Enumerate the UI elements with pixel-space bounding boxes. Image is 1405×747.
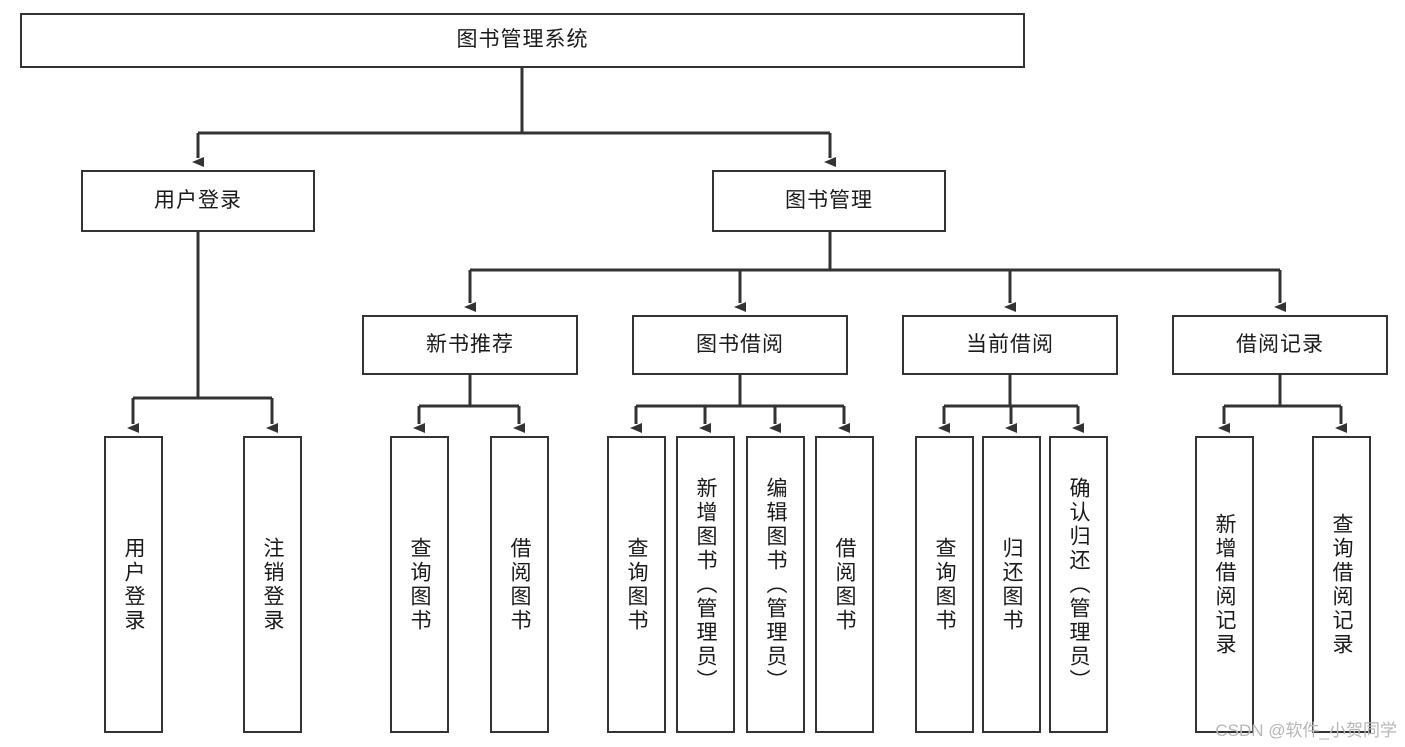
node-new-book-recommendation[interactable]: 新书推荐: [362, 315, 578, 375]
node-label: 查询图书: [933, 536, 956, 633]
leaf-query-book-borrowing[interactable]: 查询图书: [607, 436, 666, 733]
node-label: 新增图书（管理员）: [694, 476, 717, 693]
leaf-edit-book-admin[interactable]: 编辑图书（管理员）: [746, 436, 805, 733]
node-label: 新增借阅记录: [1213, 512, 1236, 657]
node-book-borrowing[interactable]: 图书借阅: [632, 315, 848, 375]
leaf-confirm-return-admin[interactable]: 确认归还（管理员）: [1049, 436, 1108, 733]
node-label: 查询图书: [408, 536, 431, 633]
node-label: 图书管理系统: [456, 28, 589, 52]
leaf-query-book-current[interactable]: 查询图书: [915, 436, 974, 733]
node-user-login[interactable]: 用户登录: [81, 170, 315, 232]
leaf-borrow-book-recommendation[interactable]: 借阅图书: [490, 436, 549, 733]
leaf-logout[interactable]: 注销登录: [243, 436, 302, 733]
node-label: 借阅图书: [833, 536, 856, 633]
node-current-borrowing[interactable]: 当前借阅: [902, 315, 1118, 375]
leaf-query-borrowing-record[interactable]: 查询借阅记录: [1312, 436, 1371, 733]
node-label: 用户登录: [122, 536, 145, 633]
leaf-borrow-book[interactable]: 借阅图书: [815, 436, 874, 733]
node-label: 图书管理: [785, 188, 873, 212]
node-label: 当前借阅: [966, 332, 1054, 356]
node-label: 编辑图书（管理员）: [764, 476, 787, 693]
leaf-return-book[interactable]: 归还图书: [982, 436, 1041, 733]
leaf-add-book-admin[interactable]: 新增图书（管理员）: [676, 436, 735, 733]
node-borrowing-records[interactable]: 借阅记录: [1172, 315, 1388, 375]
node-label: 查询借阅记录: [1330, 512, 1353, 657]
leaf-query-book-recommendation[interactable]: 查询图书: [390, 436, 449, 733]
node-label: 图书借阅: [696, 332, 784, 356]
node-root-book-management-system[interactable]: 图书管理系统: [20, 13, 1025, 68]
node-label: 用户登录: [154, 188, 242, 212]
node-label: 确认归还（管理员）: [1067, 476, 1090, 693]
leaf-add-borrowing-record[interactable]: 新增借阅记录: [1195, 436, 1254, 733]
node-label: 新书推荐: [426, 332, 514, 356]
node-label: 查询图书: [625, 536, 648, 633]
leaf-user-login[interactable]: 用户登录: [104, 436, 163, 733]
node-label: 注销登录: [261, 536, 284, 633]
node-label: 借阅记录: [1236, 332, 1324, 356]
node-book-management[interactable]: 图书管理: [712, 170, 946, 232]
node-label: 归还图书: [1000, 536, 1023, 633]
node-label: 借阅图书: [508, 536, 531, 633]
